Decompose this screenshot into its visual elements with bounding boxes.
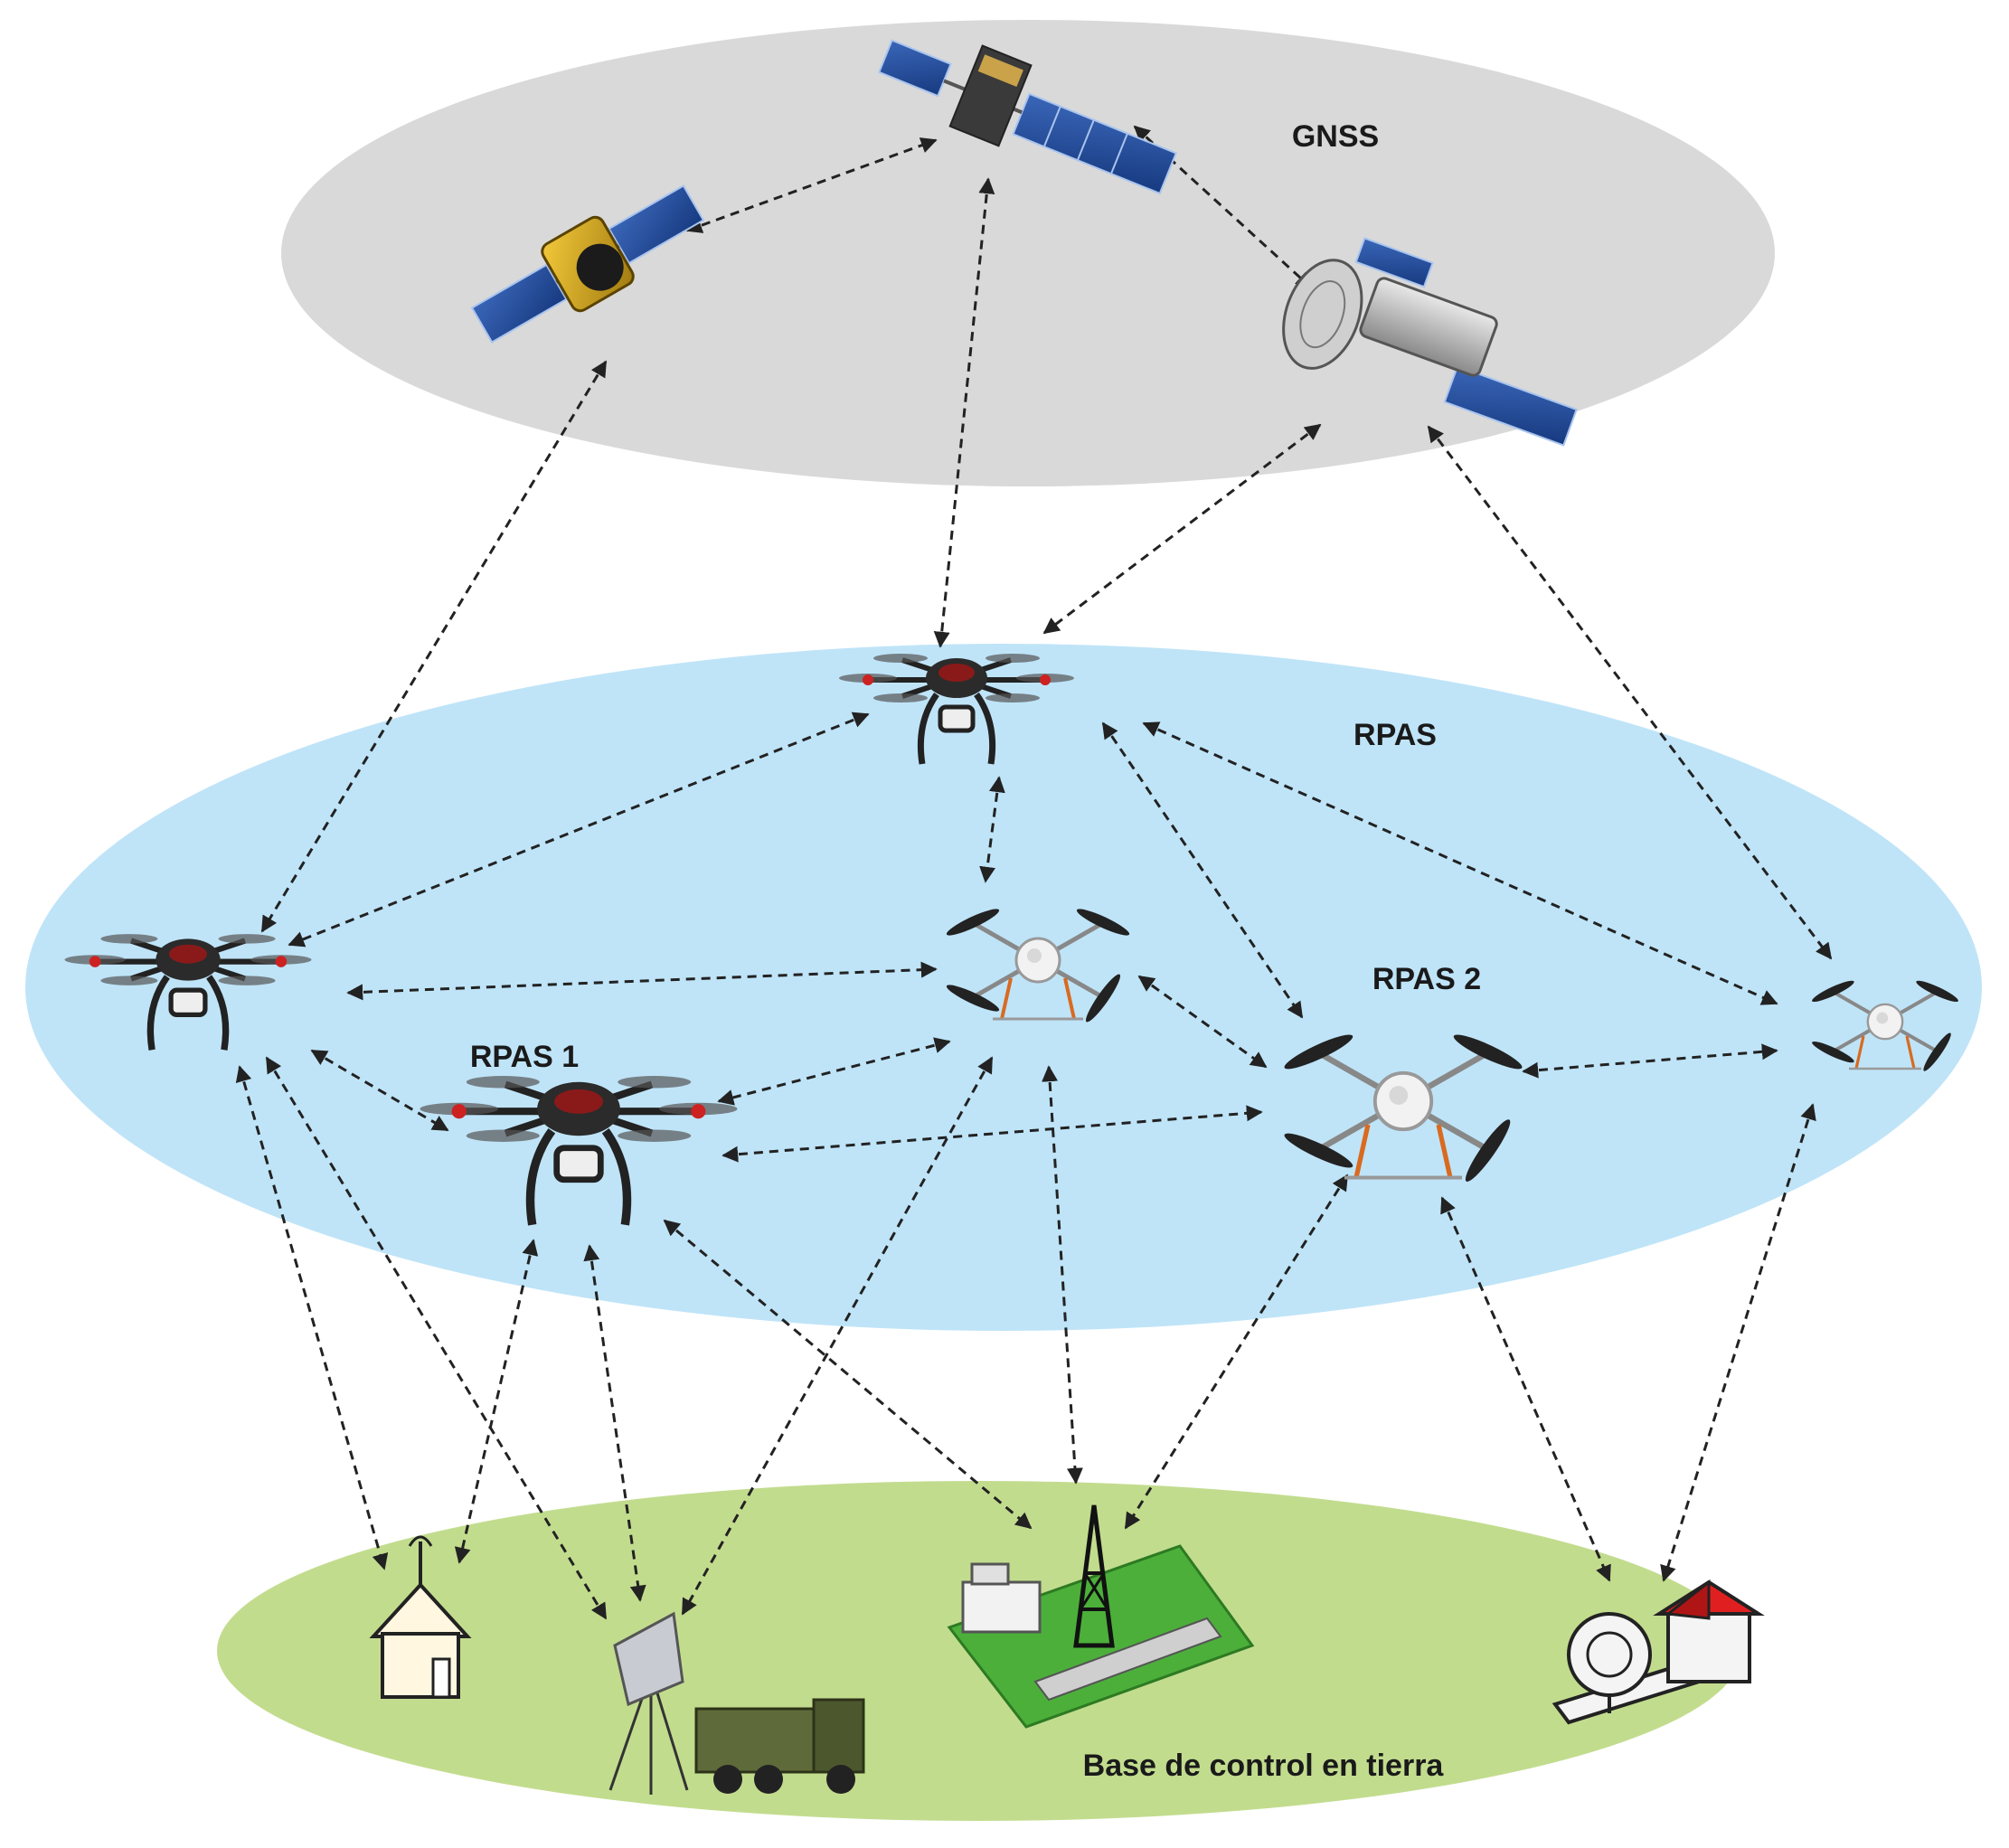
link-droneTop-droneRight [1142, 721, 1778, 1005]
radar-truck-icon [608, 1611, 865, 1795]
link-rpas1-radarTruck [583, 1244, 646, 1602]
link-sat1-sat2 [685, 137, 938, 233]
link-droneMid-rpas1 [717, 1037, 951, 1106]
communication-links [235, 125, 1833, 1620]
link-droneLeft-droneMid [346, 961, 938, 1001]
gnss-label: GNSS [1292, 119, 1379, 154]
link-droneMid-airport [1042, 1065, 1083, 1485]
link-rpas2-dishStation [1440, 1196, 1611, 1582]
link-rpas1-antennaHouse [454, 1239, 539, 1564]
rpas1-label: RPAS 1 [470, 1040, 579, 1074]
airport-tower-icon [947, 1504, 1255, 1729]
ground-label: Base de control en tierra [1083, 1749, 1445, 1783]
link-rpas1-airport [663, 1219, 1033, 1530]
antenna-house-icon [369, 1535, 472, 1699]
rpas2-label: RPAS 2 [1372, 962, 1481, 996]
link-sat3-droneTop [1042, 423, 1322, 635]
link-sat2-droneTop [933, 177, 995, 648]
satellite-dish-station-icon [1552, 1579, 1765, 1725]
link-rpas2-airport [1124, 1174, 1349, 1530]
link-rpas2-droneRight [1522, 1043, 1778, 1079]
gnss-layer [281, 20, 1775, 486]
satellite-icon [1282, 237, 1578, 447]
link-droneTop-droneMid [979, 776, 1005, 883]
link-droneLeft-radarTruck [265, 1056, 608, 1620]
link-droneRight-dishStation [1660, 1103, 1816, 1582]
rpas-label: RPAS [1353, 718, 1437, 752]
link-droneTop-droneLeft [288, 712, 870, 948]
satellite-icon [878, 39, 1178, 195]
rpas-layer [25, 644, 1982, 1331]
satellite-icon [470, 184, 705, 344]
link-droneMid-rpas2 [1137, 975, 1268, 1069]
